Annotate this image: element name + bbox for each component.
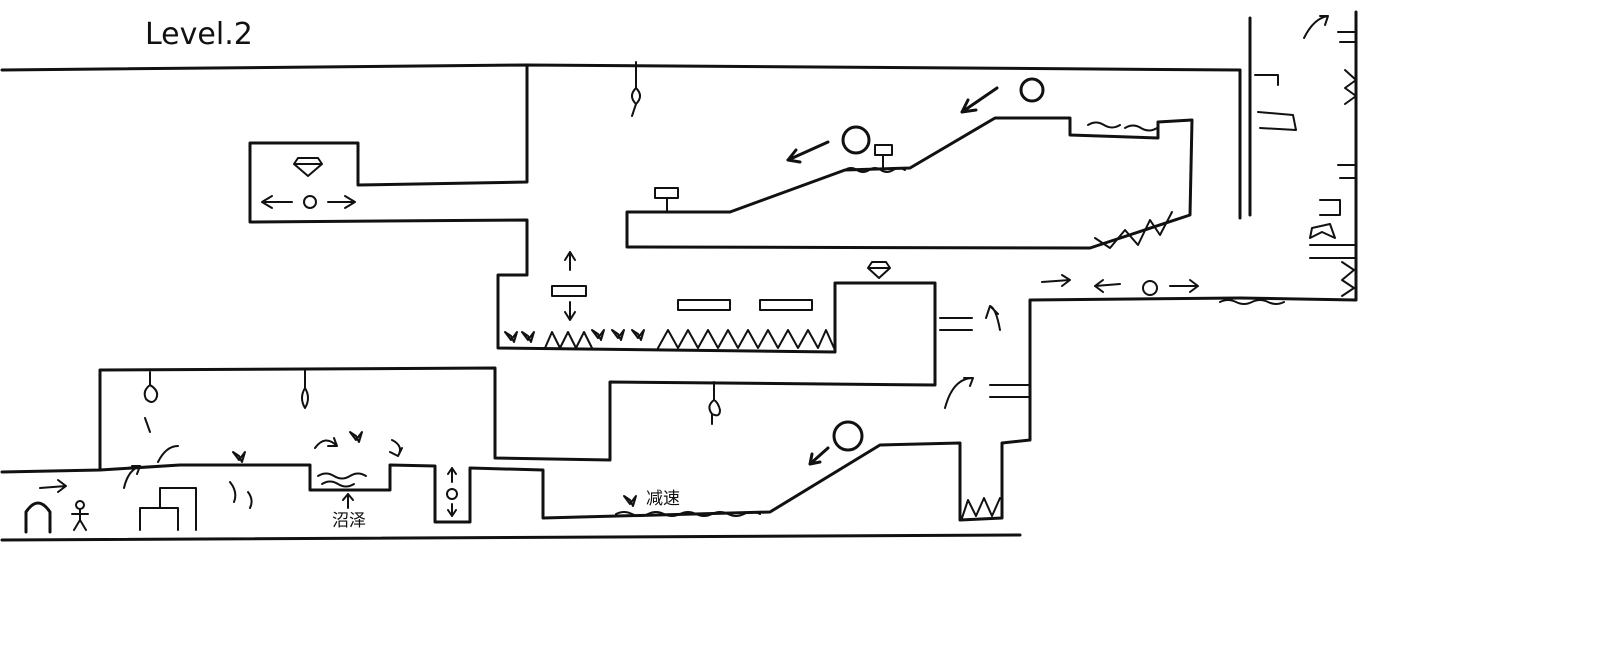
hook-icon-left xyxy=(143,371,159,433)
slow-ground-lower xyxy=(615,511,761,517)
ledge-right-connector-1 xyxy=(939,317,973,331)
upper-boundary-wall xyxy=(0,63,1242,474)
player-stick-figure xyxy=(71,500,89,531)
jump-arrow-shaft-top xyxy=(1303,15,1329,39)
patrol-arrows-right xyxy=(1041,274,1199,293)
star-icon-slow xyxy=(623,495,637,507)
right-shaft-walls xyxy=(1238,10,1358,302)
slow-ground-upper xyxy=(844,167,906,173)
boulder-arrow-low xyxy=(808,446,830,466)
pit-arrows xyxy=(447,467,457,517)
star-icon-right-shaft xyxy=(1309,223,1336,239)
star-enemy-lower xyxy=(232,451,246,463)
slow-ground-right xyxy=(1219,299,1285,305)
star-enemy-swamp xyxy=(349,431,363,443)
moving-platform-vertical xyxy=(551,285,587,297)
patrol-enemy-left xyxy=(303,195,317,209)
swamp-waves-lower xyxy=(317,472,367,488)
boulder-arrow-top xyxy=(960,86,999,114)
start-direction-arrow xyxy=(39,479,67,493)
hook-icon-top xyxy=(631,61,641,117)
swamp-waves-upper xyxy=(1087,121,1158,132)
signpost-left xyxy=(654,187,679,213)
hook-icon-lower xyxy=(708,381,721,425)
swamp-label: 沼泽 xyxy=(332,511,366,531)
upper-ramp-spikes xyxy=(1094,211,1173,249)
signpost-right xyxy=(874,144,893,169)
swamp-arrows xyxy=(314,437,403,457)
jump-arrow-stairs xyxy=(123,445,179,489)
bottom-ground xyxy=(0,533,1022,542)
vertical-arrows xyxy=(564,251,576,321)
spike-pit-lower-right xyxy=(961,497,1001,519)
boulder-arrow-mid xyxy=(786,140,830,164)
star-enemies-middle xyxy=(504,329,645,343)
jump-arrow-right-1 xyxy=(985,305,1001,331)
slope-room-outline xyxy=(625,116,1194,250)
floating-platform-1 xyxy=(677,299,731,311)
start-door-icon xyxy=(24,501,52,534)
level-title: Level.2 xyxy=(145,17,253,52)
jump-arrow-right-2 xyxy=(944,377,974,409)
pit-enemy xyxy=(446,488,458,500)
floating-platform-2 xyxy=(759,299,813,311)
patrol-arrows-left xyxy=(261,195,356,209)
hook-icon-middle xyxy=(301,369,309,409)
gem-icon-upper-left xyxy=(293,157,323,177)
stairs-block xyxy=(139,487,197,531)
swamp-pointer-arrow xyxy=(342,493,354,509)
boulder-mid xyxy=(841,125,871,155)
ledge-right-connector-2 xyxy=(989,384,1031,398)
right-shaft-ledges xyxy=(1254,31,1357,259)
wind-squiggle xyxy=(229,481,253,509)
slow-label: 减速 xyxy=(646,489,680,509)
boulder-low xyxy=(832,420,864,452)
spike-row-middle xyxy=(544,329,835,349)
right-shaft-spikes xyxy=(1341,69,1357,297)
patrol-enemy-right xyxy=(1142,280,1158,296)
gem-icon-middle xyxy=(867,261,891,279)
ground-floor-profile xyxy=(98,296,1242,524)
boulder-top xyxy=(1019,77,1045,103)
